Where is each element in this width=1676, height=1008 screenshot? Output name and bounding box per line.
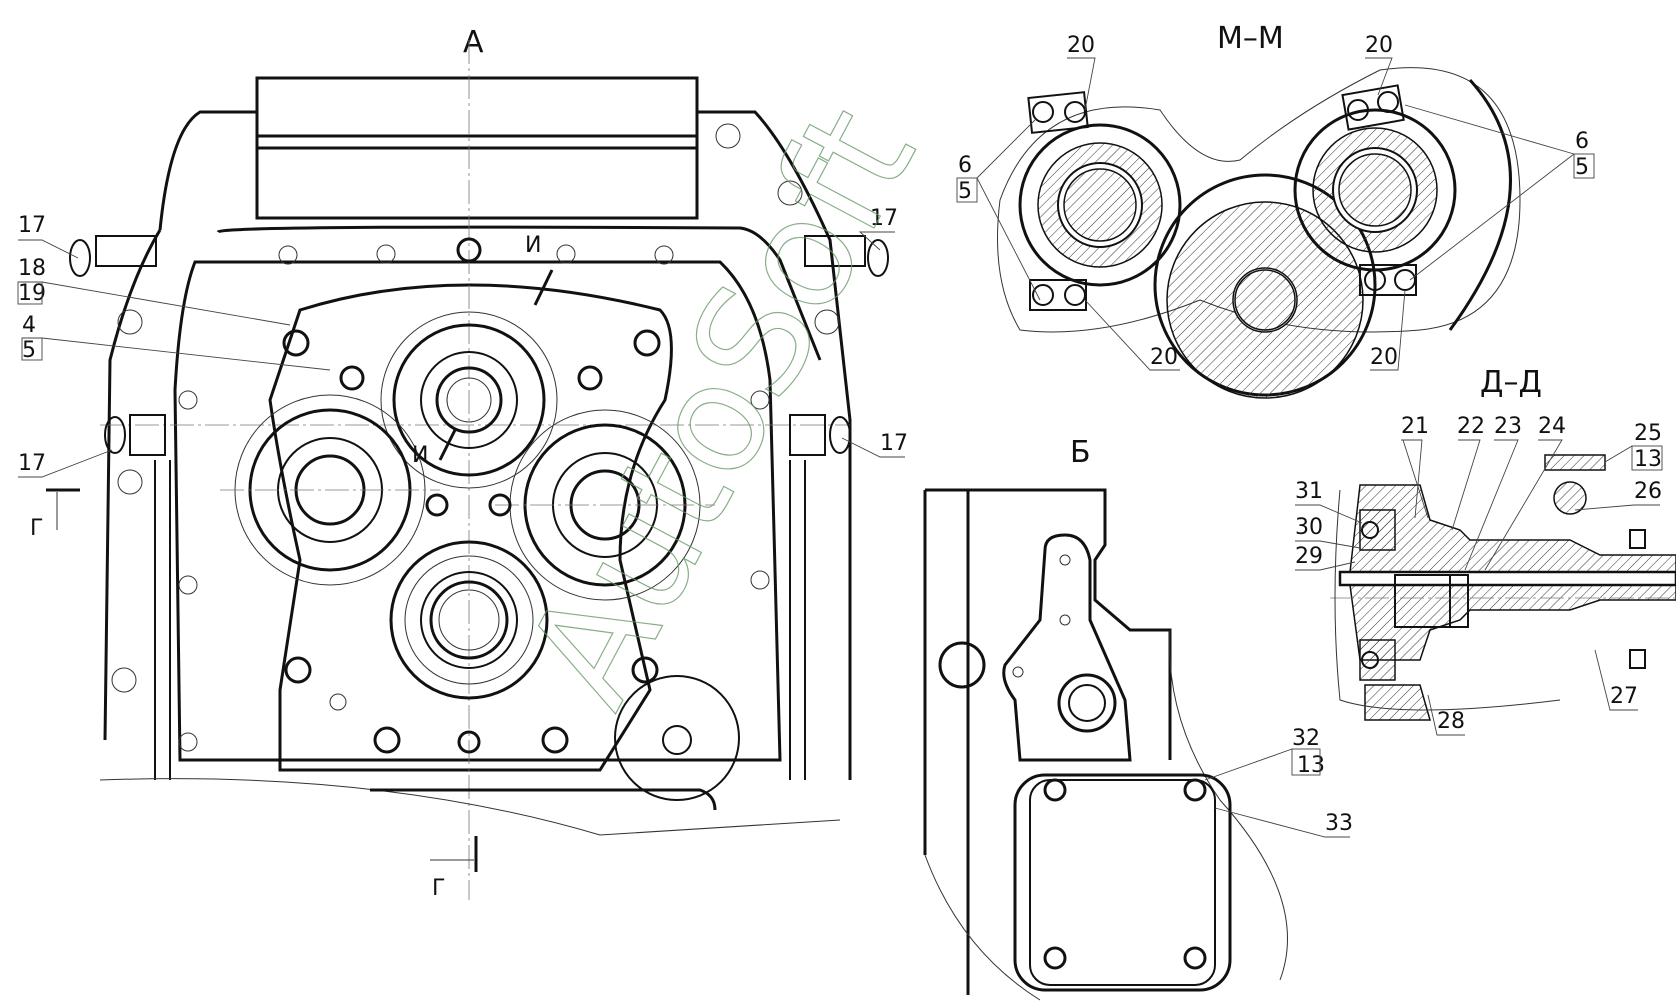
view-mm-title: М–М [1217, 21, 1284, 56]
callout-d31: 31 [1295, 479, 1363, 524]
callout-d30: 30 [1295, 515, 1361, 549]
detail-mark-i-bottom: И [412, 429, 457, 468]
svg-text:24: 24 [1538, 414, 1566, 439]
view-b: Б 32 13 33 [923, 435, 1353, 1001]
callout-m6-5-left: 6 5 [956, 119, 1041, 301]
svg-text:17: 17 [18, 451, 46, 476]
svg-text:20: 20 [1365, 33, 1393, 58]
callout-d21: 21 [1401, 414, 1429, 519]
callout-d26: 26 [1574, 479, 1662, 511]
svg-text:Г: Г [30, 516, 43, 541]
svg-text:28: 28 [1437, 709, 1465, 734]
detail-mark-i-top: И [525, 233, 554, 306]
svg-text:20: 20 [1370, 345, 1398, 370]
drain-boss [614, 675, 740, 801]
view-dd: Д–Д 21 22 23 24 [1295, 365, 1676, 736]
svg-text:5: 5 [22, 338, 36, 363]
svg-text:25: 25 [1634, 421, 1662, 446]
view-dd-title: Д–Д [1480, 365, 1542, 400]
svg-text:13: 13 [1634, 447, 1662, 472]
svg-text:И: И [412, 443, 428, 468]
cover-plate [173, 260, 782, 762]
section-mark-g-left: Г [30, 488, 80, 541]
callout-17c: 17 [858, 206, 898, 251]
svg-text:И: И [525, 233, 541, 258]
bolts [111, 123, 840, 754]
bearing-right [1293, 84, 1457, 296]
bearing-left [1018, 91, 1182, 311]
cover-plate-b [1013, 773, 1232, 992]
view-a: А [17, 25, 908, 901]
svg-text:27: 27 [1610, 684, 1638, 709]
callout-m20c: 20 [1084, 299, 1180, 371]
callout-17d: 17 [841, 431, 908, 458]
svg-text:4: 4 [22, 313, 36, 338]
callout-4-5: 4 5 [21, 313, 331, 371]
svg-text:6: 6 [958, 153, 972, 178]
svg-text:5: 5 [958, 179, 972, 204]
view-mm: М–М 20 [956, 21, 1595, 399]
callout-b33: 33 [1214, 807, 1353, 838]
callout-d23: 23 [1464, 414, 1522, 571]
svg-text:17: 17 [18, 213, 46, 238]
svg-text:19: 19 [18, 281, 46, 306]
callout-b32-13: 32 13 [1204, 726, 1325, 781]
gear-bottom [389, 540, 549, 700]
svg-text:6: 6 [1575, 129, 1589, 154]
view-a-title: А [463, 25, 484, 60]
svg-text:17: 17 [870, 206, 898, 231]
callout-d22: 22 [1451, 414, 1485, 531]
section-mark-g-bottom: Г [430, 836, 478, 901]
callout-d27: 27 [1594, 649, 1638, 711]
callout-m20b: 20 [1365, 33, 1393, 96]
callout-m20d: 20 [1370, 289, 1406, 371]
gear-plate [268, 283, 673, 772]
callout-d29: 29 [1295, 544, 1356, 571]
callout-18-19: 18 19 [17, 256, 291, 326]
outer-housing [103, 110, 852, 780]
svg-text:Г: Г [432, 876, 445, 901]
svg-text:17: 17 [880, 431, 908, 456]
callout-d28: 28 [1427, 694, 1465, 736]
lifting-lugs [69, 235, 889, 456]
callout-m20a: 20 [1067, 33, 1096, 111]
svg-text:18: 18 [18, 256, 46, 281]
svg-text:5: 5 [1575, 155, 1589, 180]
gear-right [495, 409, 715, 601]
lever [1002, 533, 1132, 762]
svg-text:31: 31 [1295, 479, 1323, 504]
callout-17a: 17 [18, 213, 79, 259]
callout-d24: 24 [1484, 414, 1566, 571]
svg-text:32: 32 [1292, 726, 1320, 751]
watermark: AutoSoft [493, 81, 949, 732]
svg-text:29: 29 [1295, 544, 1323, 569]
svg-text:30: 30 [1295, 515, 1323, 540]
svg-text:13: 13 [1297, 753, 1325, 778]
svg-text:21: 21 [1401, 414, 1429, 439]
callout-17b: 17 [18, 449, 113, 478]
svg-text:22: 22 [1457, 414, 1485, 439]
view-b-title: Б [1070, 435, 1091, 470]
gear-top [380, 311, 558, 489]
gear-left [220, 394, 440, 586]
svg-text:26: 26 [1634, 479, 1662, 504]
callout-m6-5-right: 6 5 [1404, 104, 1595, 281]
svg-text:20: 20 [1150, 345, 1178, 370]
svg-text:33: 33 [1325, 811, 1353, 836]
svg-text:20: 20 [1067, 33, 1095, 58]
callout-d25-13: 25 13 [1604, 421, 1663, 472]
svg-text:23: 23 [1494, 414, 1522, 439]
